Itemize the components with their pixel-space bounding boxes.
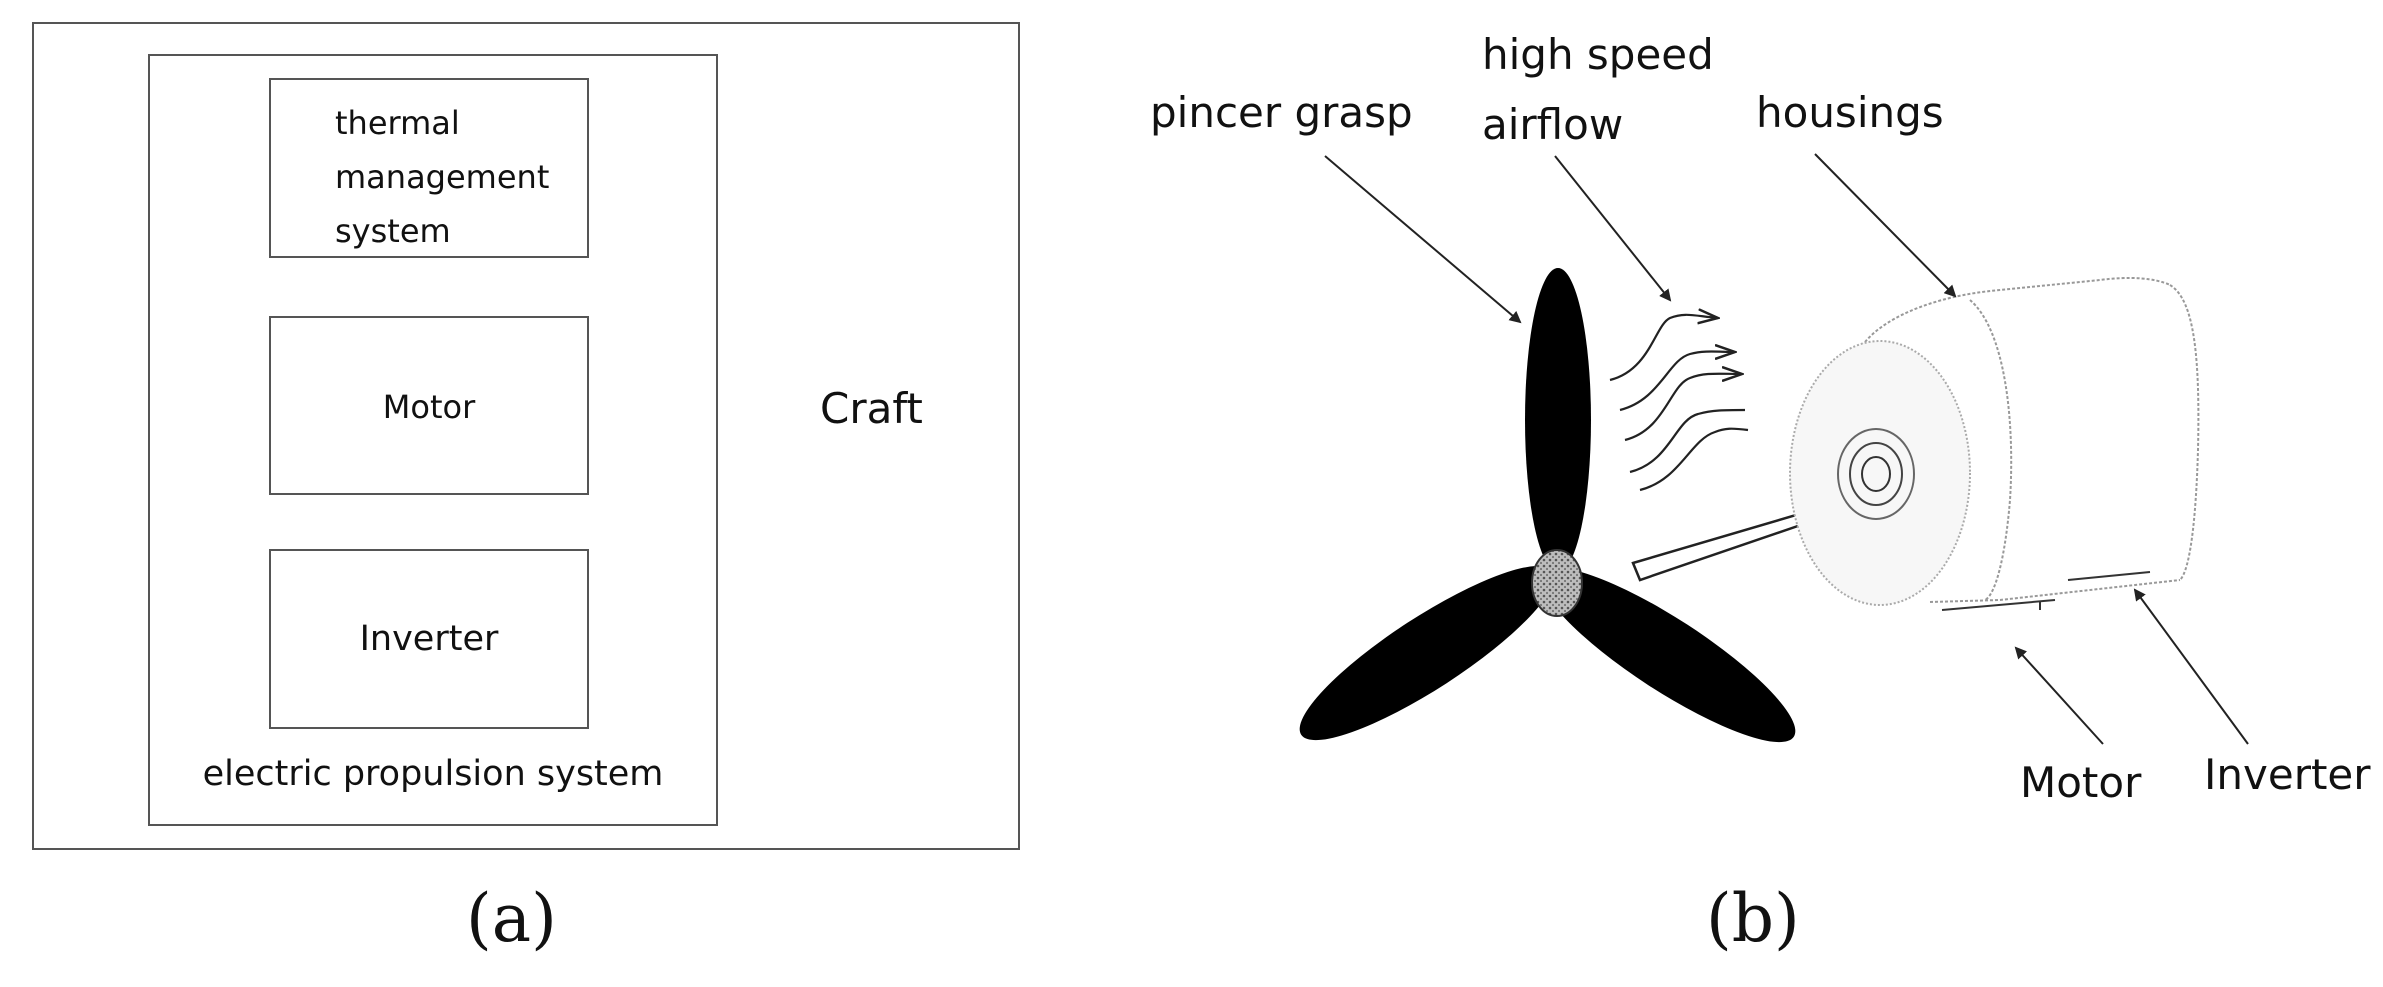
caption-b: (b) [1706,880,1800,957]
propeller-blade-left [1299,565,1555,741]
housing-top-edge [1861,276,2171,347]
airflow-arrow-3 [1624,374,1742,442]
propeller-blade-right [1540,567,1796,743]
inverter-box: Inverter [269,549,589,729]
caption-a: (a) [466,880,557,957]
airflow-arrow-1 [1609,315,1718,382]
propeller-blade-top [1525,268,1591,572]
airflow-leader [1554,155,1672,302]
thermal-label-line-3: system [335,212,451,250]
housing-front-rings [1837,428,1915,520]
motor-box-label: Motor [382,388,476,426]
airflow-arrow-2 [1619,352,1735,412]
housing-back-edge [2169,284,2200,581]
inverter-leader [2133,588,2249,745]
housing-seam [1969,299,2013,601]
housing-cylinder [1789,276,2200,606]
electric-propulsion-system-label: electric propulsion system [202,754,664,794]
propeller-hub [1531,549,1583,617]
airflow-arrow-5 [1639,427,1749,492]
craft-label: Craft [820,384,923,433]
motor-leader [2014,646,2104,745]
pincer-leader [1324,155,1522,324]
propeller-icon [1299,268,1796,743]
inverter-callout-label: Inverter [2204,750,2371,799]
airflow-label: airflow [1482,100,1624,149]
thermal-label-line-2: management [335,158,550,196]
housing-front-face [1789,340,1971,606]
motor-box: Motor [269,316,589,495]
thermal-management-system-box: thermal management system [269,78,589,258]
housings-label: housings [1756,88,1944,137]
airflow-arrows [1609,315,1749,492]
section-brackets [1941,571,2151,611]
leader-lines [1324,153,2249,745]
inverter-box-label: Inverter [359,619,499,659]
housing-bottom-edge [1929,579,2181,603]
airflow-arrow-4 [1629,408,1746,474]
thermal-label-line-1: thermal [335,104,460,142]
high-speed-label: high speed [1482,30,1714,79]
housings-leader [1814,153,1957,298]
motor-callout-label: Motor [2020,758,2142,807]
pincer-grasp-label: pincer grasp [1150,88,1413,137]
